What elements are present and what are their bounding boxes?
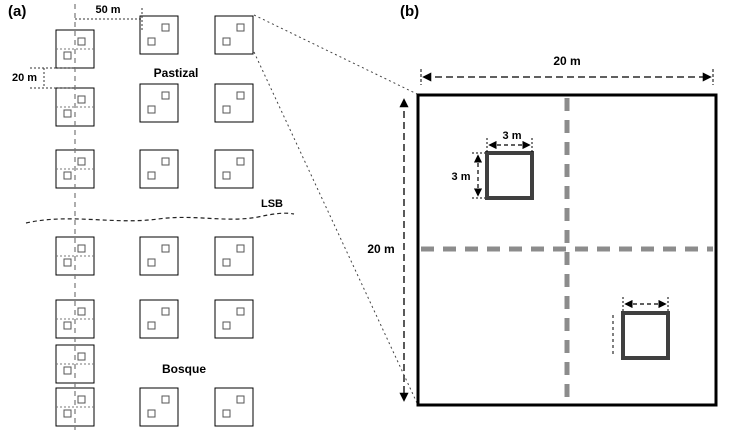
plot-marker xyxy=(147,37,156,46)
sampling-plot xyxy=(139,236,179,276)
subplot1-height-label: 3 m xyxy=(452,171,471,183)
plot-marker xyxy=(236,157,245,166)
plot-square xyxy=(139,15,179,55)
plot-marker xyxy=(161,157,170,166)
plot-marker xyxy=(236,307,245,316)
plot-marker xyxy=(63,409,72,418)
plot-marker xyxy=(63,366,72,375)
plot-grid xyxy=(55,15,254,427)
plot-marker xyxy=(63,258,72,267)
panel-b-label: (b) xyxy=(400,3,419,20)
plot-spacing-label: 50 m xyxy=(95,4,120,16)
plot-marker xyxy=(161,91,170,100)
sampling-plot xyxy=(139,15,179,55)
plot-marker xyxy=(222,105,231,114)
plot-marker xyxy=(236,23,245,32)
plot-square xyxy=(139,149,179,189)
plot-marker xyxy=(77,244,86,253)
sampling-plot xyxy=(139,387,179,427)
plot-marker xyxy=(161,244,170,253)
plot-marker xyxy=(77,395,86,404)
subplot1-width-label: 3 m xyxy=(503,130,522,142)
plot-square xyxy=(214,236,254,276)
sampling-plot xyxy=(214,15,254,55)
plot-square xyxy=(139,299,179,339)
boundary-label: LSB xyxy=(261,198,283,210)
plot-square xyxy=(214,15,254,55)
row-gap-label: 20 m xyxy=(12,72,37,84)
panel-a-label: (a) xyxy=(8,3,26,20)
plot-square xyxy=(214,299,254,339)
plot-square xyxy=(139,83,179,123)
plot-marker xyxy=(63,109,72,118)
plot-marker xyxy=(147,105,156,114)
plot-marker xyxy=(236,244,245,253)
plot-marker xyxy=(77,37,86,46)
top-region-label: Pastizal xyxy=(154,66,199,80)
sampling-plot xyxy=(214,83,254,123)
plot-marker xyxy=(63,171,72,180)
plot-marker xyxy=(161,23,170,32)
sampling-plot xyxy=(214,236,254,276)
boundary-dashed-curve xyxy=(25,212,295,224)
plot-marker xyxy=(222,258,231,267)
sampling-plot xyxy=(139,299,179,339)
plot-marker xyxy=(222,409,231,418)
subplot-square-upper-left xyxy=(485,151,534,200)
bottom-region-label: Bosque xyxy=(162,362,206,376)
plot-marker xyxy=(147,409,156,418)
plot-marker xyxy=(63,321,72,330)
plot-square xyxy=(139,236,179,276)
sampling-plot xyxy=(214,149,254,189)
plot-square xyxy=(214,387,254,427)
plot-marker xyxy=(222,321,231,330)
plot-marker xyxy=(63,51,72,60)
width-measure-label: 20 m xyxy=(553,54,580,68)
plot-marker xyxy=(77,307,86,316)
plot-marker xyxy=(77,352,86,361)
sampling-plot xyxy=(139,149,179,189)
plot-marker xyxy=(77,157,86,166)
plot-marker xyxy=(222,171,231,180)
plot-marker xyxy=(161,395,170,404)
plot-marker xyxy=(147,171,156,180)
height-measure-label: 20 m xyxy=(367,242,394,256)
plot-marker xyxy=(236,395,245,404)
plot-square xyxy=(214,149,254,189)
zoom-connector-top xyxy=(253,14,418,95)
plot-square xyxy=(214,83,254,123)
plot-marker xyxy=(222,37,231,46)
plot-marker xyxy=(77,95,86,104)
plot-marker xyxy=(147,321,156,330)
sampling-plot xyxy=(55,149,95,189)
sampling-plot xyxy=(214,387,254,427)
plot-square xyxy=(139,387,179,427)
sampling-plot xyxy=(214,299,254,339)
plot-marker xyxy=(161,307,170,316)
plot-marker xyxy=(147,258,156,267)
sampling-plot xyxy=(139,83,179,123)
plot-marker xyxy=(236,91,245,100)
subplot-square-lower-right xyxy=(621,311,670,360)
